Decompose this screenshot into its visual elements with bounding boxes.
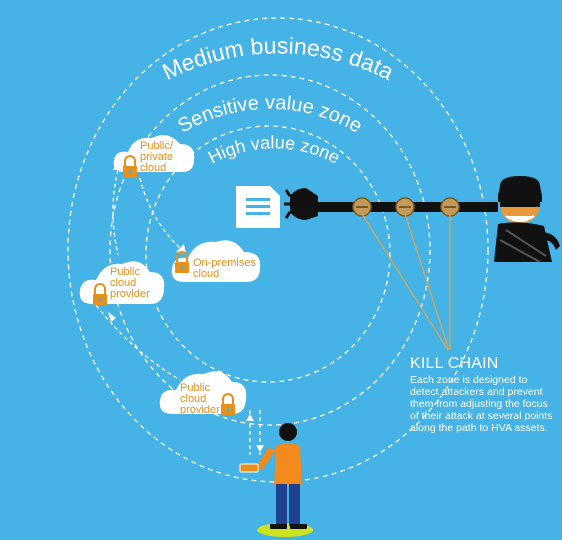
document-icon <box>236 186 280 228</box>
cloud-public-provider-upper-line3: provider <box>110 288 150 300</box>
chain-links <box>352 197 460 217</box>
inner-zone-ring <box>145 125 391 383</box>
cloud-on-premises-line1: On-premises <box>193 257 256 269</box>
cloud-public-private-line2: private <box>140 151 173 163</box>
zone-rings <box>67 17 489 483</box>
attacker-arm <box>284 188 498 220</box>
kill-chain-title: KILL CHAIN <box>410 355 499 372</box>
cloud-public-private-line1: Public/ <box>140 140 174 152</box>
kill-chain-description: Each zone is designed to detect attacker… <box>410 374 553 434</box>
cloud-public-provider-lower-line2: cloud <box>180 393 206 405</box>
zone-label-outer: Medium business data <box>158 32 398 85</box>
chain-link-icon <box>395 197 415 217</box>
person-icon <box>239 423 313 537</box>
middle-zone-ring <box>109 74 431 426</box>
cloud-public-private-line3: cloud <box>140 162 166 174</box>
kill-chain-label: KILL CHAIN Each zone is designed to dete… <box>410 355 558 435</box>
cloud-public-provider-lower: Public cloud provider <box>159 371 247 416</box>
outer-zone-ring <box>67 17 489 483</box>
cloud-public-provider-lower-line3: provider <box>180 404 220 416</box>
attacker-icon <box>494 176 560 263</box>
lock-icon <box>174 251 190 274</box>
chain-link-icon <box>440 197 460 217</box>
cloud-public-provider-upper-line1: Public <box>110 266 140 278</box>
cloud-public-provider-upper-line2: cloud <box>110 277 136 289</box>
zone-label-inner: High value zone <box>205 132 343 167</box>
kill-chain-pointers <box>361 213 451 351</box>
cloud-on-premises: On-premises cloud <box>171 240 261 282</box>
cloud-public-provider-upper: Public cloud provider <box>79 261 165 306</box>
cloud-public-private: Public/ private cloud <box>113 135 195 178</box>
zone-label-middle: Sensitive value zone <box>174 92 365 138</box>
chain-link-icon <box>352 197 372 217</box>
cloud-public-provider-lower-line1: Public <box>180 382 210 394</box>
cloud-on-premises-line2: cloud <box>193 268 219 280</box>
